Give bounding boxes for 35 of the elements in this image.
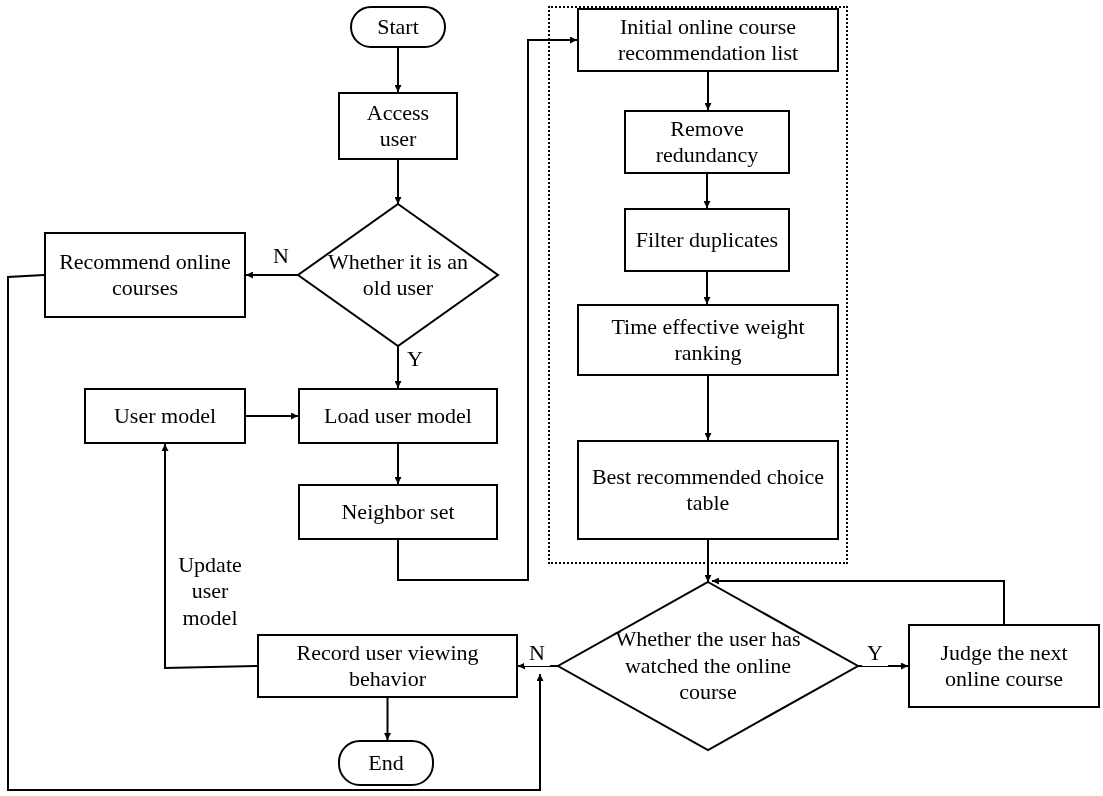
process-box: Remove redundancy [624,110,790,174]
process-box: Load user model [298,388,498,444]
decision-diamond: Whether the user has watched the online course [558,582,858,750]
arrow [394,159,402,205]
arrow [394,345,402,389]
process-box: Access user [338,92,458,160]
arrow [384,697,391,741]
process-box: Record user viewing behavior [257,634,518,698]
arrow [397,36,578,581]
process-box: Recommend online courses [44,232,246,318]
arrow [394,443,402,485]
process-box: Filter duplicates [624,208,790,272]
arrow [245,412,299,420]
arrow [704,71,712,111]
arrow [704,539,712,583]
arrow [517,662,559,670]
process-box: Judge the next online course [908,624,1100,708]
process-box: Time effective weight ranking [577,304,839,376]
arrow [711,577,1005,625]
terminal-box: Start [350,6,446,48]
arrow [703,173,711,209]
arrow [245,271,299,279]
arrow [7,274,544,791]
arrow [161,443,258,670]
process-box: Initial online course recommendation list [577,8,839,72]
arrow [857,662,909,670]
process-box: Best recommended choice table [577,440,839,540]
arrow [704,375,712,441]
process-box: Neighbor set [298,484,498,540]
arrow [703,271,711,305]
dotted-group-box [548,6,848,564]
decision-diamond: Whether it is an old user [298,204,498,346]
terminal-box: End [338,740,434,786]
process-box: User model [84,388,246,444]
arrow [394,47,402,93]
